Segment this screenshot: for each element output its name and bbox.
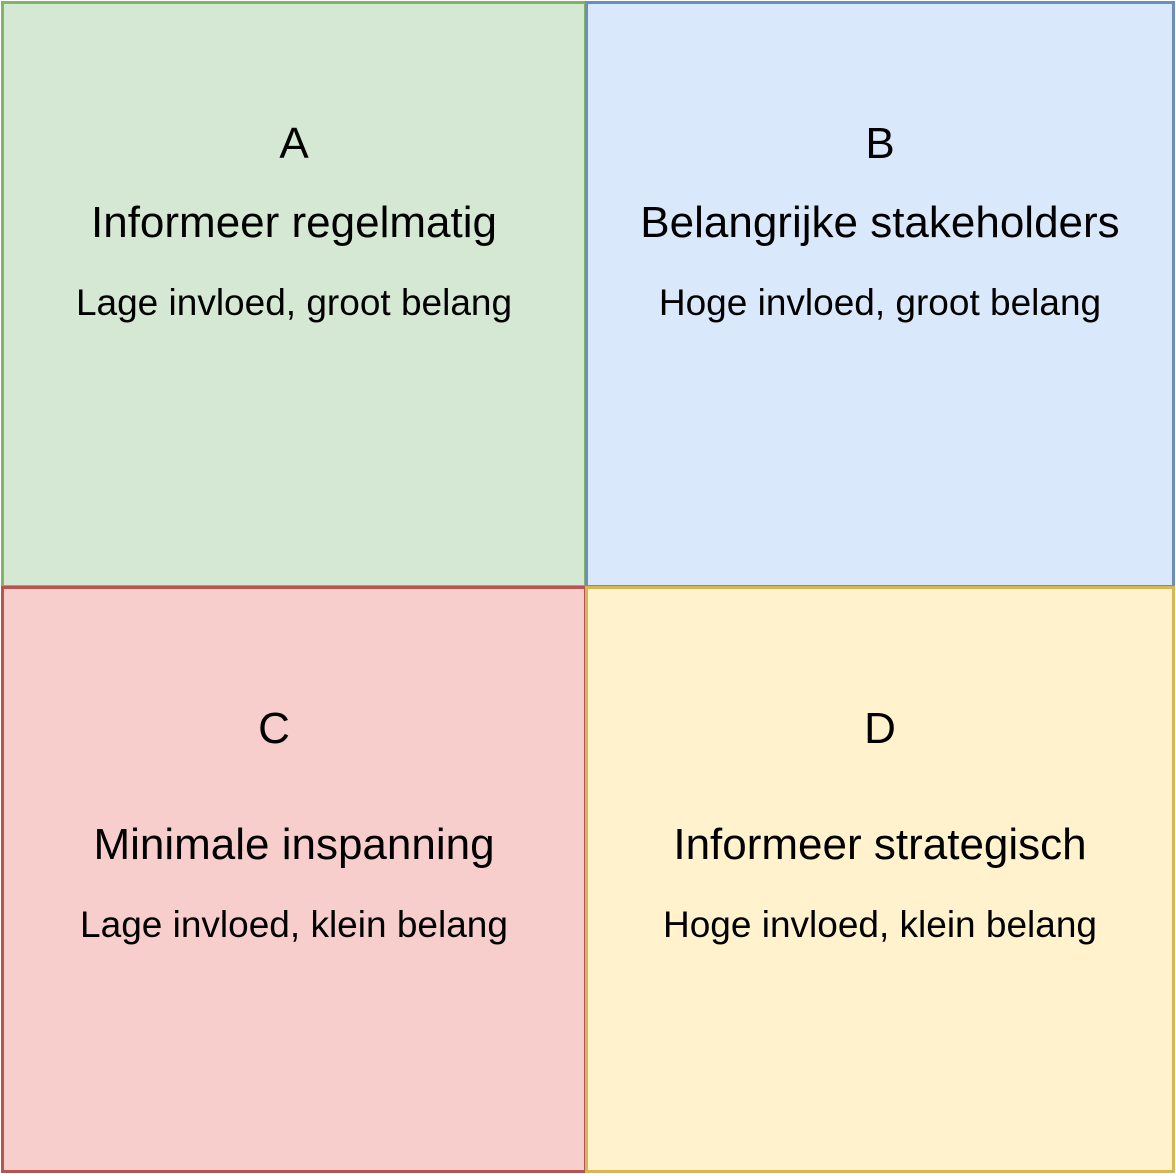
quadrant-a: A Informeer regelmatig Lage invloed, gro…: [1, 1, 587, 588]
quadrant-description: Hoge invloed, klein belang: [662, 904, 1098, 945]
quadrant-letter: A: [279, 119, 309, 168]
quadrant-title: Minimale inspanning: [93, 820, 495, 869]
quadrant-letter: C: [258, 704, 290, 753]
quadrant-letter: D: [864, 704, 896, 753]
quadrant-description: Hoge invloed, groot belang: [658, 282, 1102, 323]
quadrant-d: D Informeer strategisch Hoge invloed, kl…: [585, 586, 1175, 1173]
quadrant-b: B Belangrijke stakeholders Hoge invloed,…: [585, 1, 1175, 588]
quadrant-description: Lage invloed, klein belang: [80, 904, 508, 945]
quadrant-c: C Minimale inspanning Lage invloed, klei…: [1, 586, 587, 1173]
quadrant-letter: B: [865, 119, 895, 168]
quadrant-title: Informeer strategisch: [673, 820, 1087, 869]
quadrant-title: Informeer regelmatig: [91, 198, 497, 247]
quadrant-title: Belangrijke stakeholders: [640, 198, 1120, 247]
quadrant-description: Lage invloed, groot belang: [75, 282, 513, 323]
